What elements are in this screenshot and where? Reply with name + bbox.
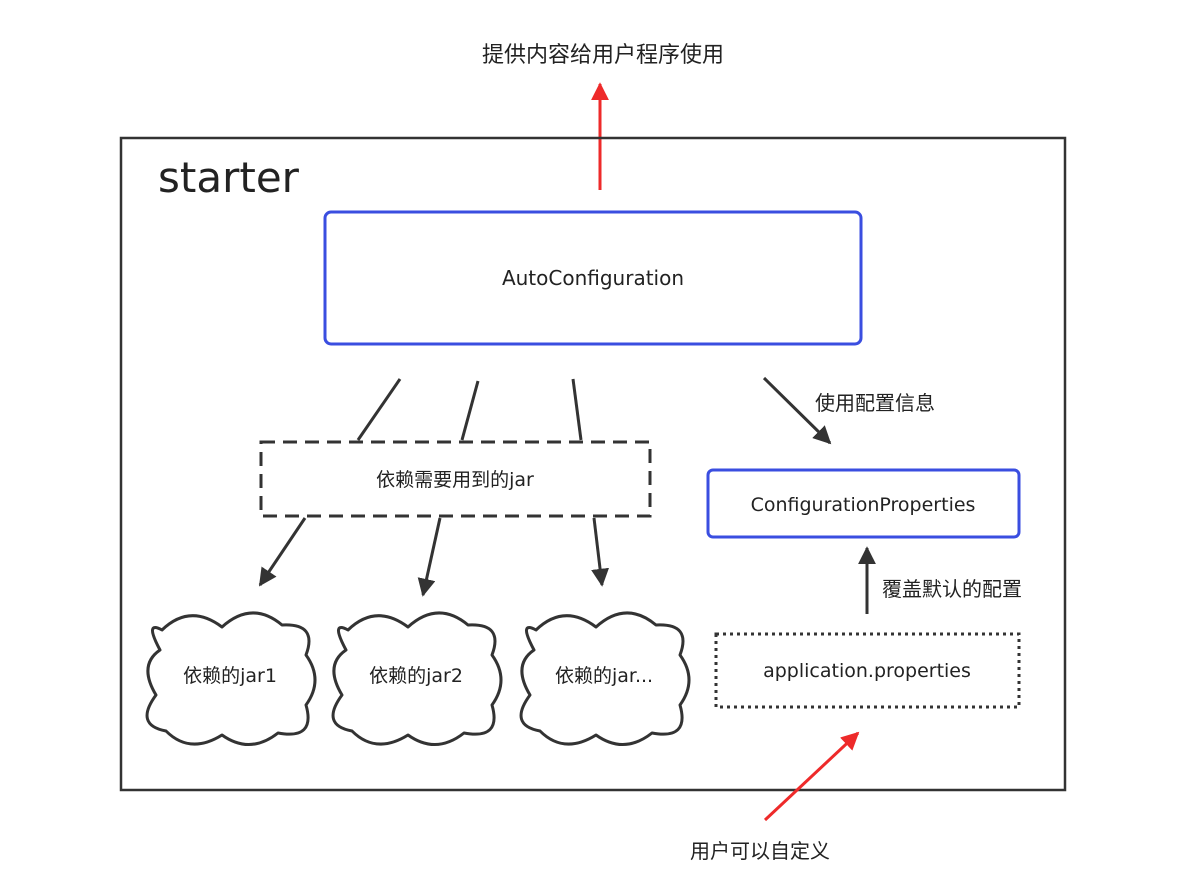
auto-to-deps-line-1 bbox=[356, 378, 402, 441]
jar2-cloud: 依赖的jar2 bbox=[331, 611, 503, 746]
auto-configuration-box bbox=[323, 210, 863, 346]
jar1-cloud: 依赖的jar1 bbox=[145, 611, 317, 746]
auto-to-properties-arrow bbox=[762, 376, 832, 445]
jar3-cloud: 依赖的jar... bbox=[519, 611, 691, 746]
auto-to-deps-line-2 bbox=[460, 380, 480, 441]
starter-container bbox=[119, 136, 1067, 792]
auto-configuration-label: AutoConfiguration bbox=[502, 266, 684, 290]
application-properties-box bbox=[714, 632, 1021, 709]
application-properties-label: application.properties bbox=[763, 660, 971, 682]
jar1-label: 依赖的jar1 bbox=[183, 665, 277, 687]
deps-to-jar3-arrow bbox=[591, 517, 610, 587]
dependency-jars-box bbox=[259, 440, 652, 518]
deps-to-jar2-arrow bbox=[417, 517, 442, 597]
top-label: 提供内容给用户程序使用 bbox=[482, 43, 724, 68]
use-config-label: 使用配置信息 bbox=[815, 391, 935, 415]
user-custom-label: 用户可以自定义 bbox=[690, 839, 830, 863]
configuration-properties-label: ConfigurationProperties bbox=[751, 494, 976, 516]
override-label: 覆盖默认的配置 bbox=[882, 577, 1022, 601]
deps-to-jar1-arrow bbox=[258, 517, 307, 587]
dependency-jars-label: 依赖需要用到的jar bbox=[376, 469, 534, 491]
jar2-label: 依赖的jar2 bbox=[369, 665, 463, 687]
starter-title: starter bbox=[158, 153, 300, 202]
configuration-properties-box bbox=[706, 468, 1021, 539]
user-custom-arrow bbox=[763, 731, 860, 822]
jar3-label: 依赖的jar... bbox=[555, 665, 653, 687]
auto-to-deps-line-3 bbox=[571, 378, 583, 441]
